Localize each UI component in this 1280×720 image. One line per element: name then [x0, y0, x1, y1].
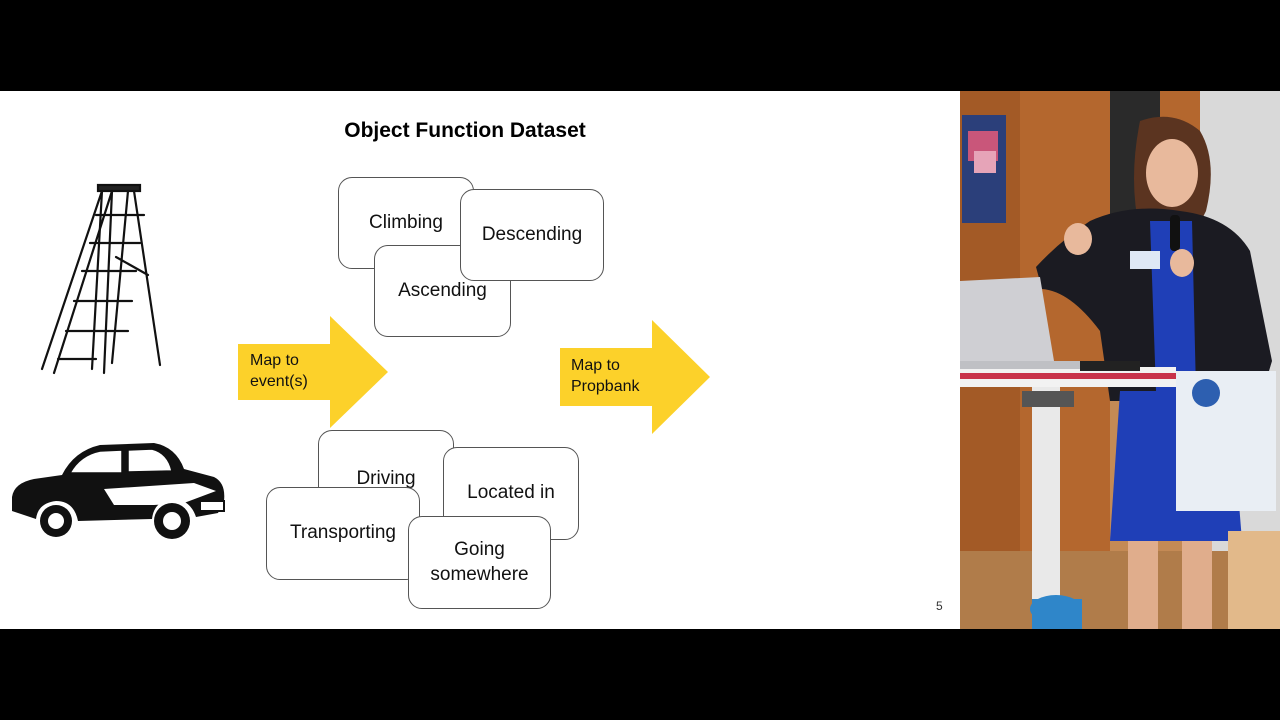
- arrow-label-line: event(s): [250, 372, 308, 390]
- event-card-descending: Descending: [460, 189, 604, 281]
- arrow-shape-2: [560, 320, 710, 434]
- arrow-label-map-to-events: Map to event(s): [250, 351, 308, 393]
- arrow-label-line: Propbank: [571, 377, 640, 395]
- event-card-text-line: Going: [454, 538, 505, 560]
- speaker-scene: [960, 91, 1280, 629]
- arrow-label-line: Map to: [571, 357, 620, 374]
- event-card-transporting: Transporting: [266, 487, 420, 580]
- arrow-label-map-to-propbank: Map to Propbank: [571, 356, 640, 398]
- arrow-shape-1: [238, 316, 388, 428]
- page-number: 5: [936, 599, 943, 613]
- arrow-label-line: Map to: [250, 352, 299, 369]
- event-card-text-line: somewhere: [430, 563, 529, 585]
- presentation-slide: Object Function Dataset: [0, 91, 960, 629]
- event-card-ascending: Ascending: [374, 245, 511, 337]
- speaker-video: [960, 91, 1280, 629]
- car-icon: [12, 443, 225, 539]
- event-card-going-somewhere: Going somewhere: [408, 516, 551, 609]
- ladder-icon: [40, 183, 162, 375]
- slide-title: Object Function Dataset: [344, 119, 586, 142]
